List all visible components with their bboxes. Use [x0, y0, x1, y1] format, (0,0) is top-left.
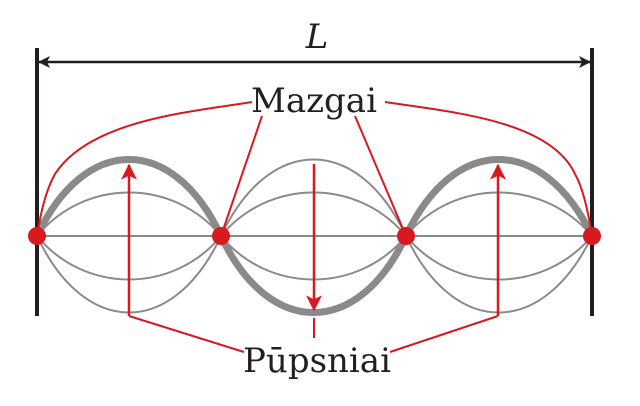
node-point-2 [212, 227, 230, 245]
node-callout-center-right [354, 115, 407, 237]
length-label: L [305, 17, 329, 57]
node-callout-left [36, 101, 253, 237]
antinode-callout-lines [128, 315, 499, 353]
antinodes-label: Pūpsniai [243, 341, 391, 381]
node-point-4 [583, 227, 601, 245]
antinode-arrows [121, 163, 506, 316]
node-callout-right [384, 101, 593, 237]
node-callout-center-left [220, 115, 263, 237]
antinode-callout-right [389, 315, 499, 353]
nodes-label: Mazgai [251, 81, 377, 121]
highlighted-wave [33, 156, 596, 316]
antinode-callout-left [128, 315, 245, 353]
node-points [28, 227, 601, 245]
segment-2-outer-up [220, 158, 407, 237]
node-point-1 [28, 227, 46, 245]
node-point-3 [397, 227, 415, 245]
node-callout-lines [36, 101, 593, 237]
